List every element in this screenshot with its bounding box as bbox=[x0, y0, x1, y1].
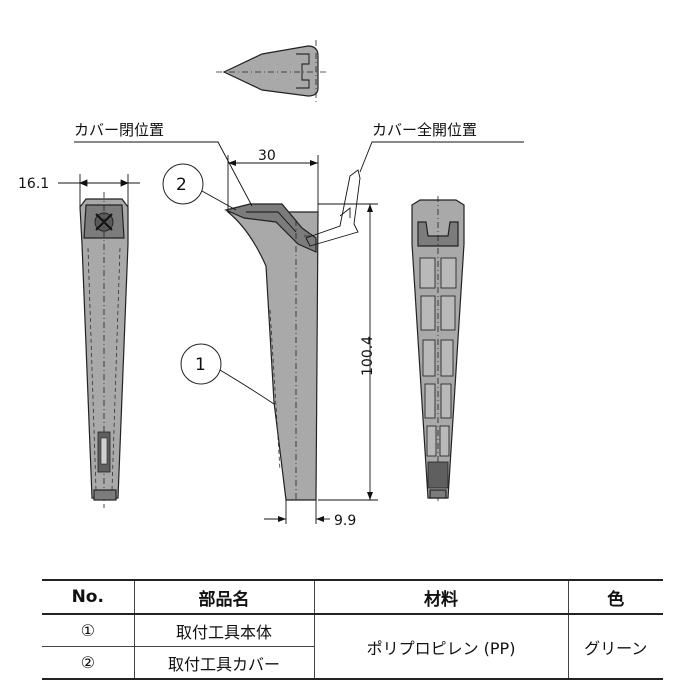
row-part-name: 取付工具本体 bbox=[133, 614, 314, 647]
part-marker-1-text: 1 bbox=[195, 355, 206, 375]
row-no: ② bbox=[42, 646, 134, 680]
back-view bbox=[411, 196, 465, 502]
dim-height: 100.4 bbox=[360, 336, 376, 376]
part-marker-2: 2 bbox=[162, 163, 237, 211]
part-marker-1: 1 bbox=[180, 343, 275, 405]
material-cell: ポリプロピレン (PP) bbox=[313, 614, 568, 680]
header-color: 色 bbox=[567, 579, 663, 615]
top-view bbox=[216, 40, 328, 102]
header-part-name: 部品名 bbox=[133, 579, 314, 615]
front-view: 16.1 bbox=[18, 174, 140, 508]
technical-drawing: 16.1 30 100.4 bbox=[18, 40, 524, 529]
table-row: ① 取付工具本体 ポリプロピレン (PP) グリーン bbox=[42, 614, 663, 680]
callout-cover-open-label: カバー全開位置 bbox=[372, 121, 477, 139]
part-marker-2-text: 2 bbox=[176, 175, 187, 195]
table-header-row: No. 部品名 材料 色 bbox=[42, 579, 663, 615]
table-row: ② 取付工具カバー bbox=[42, 646, 663, 680]
row-no: ① bbox=[42, 614, 134, 647]
callout-cover-closed: カバー閉位置 bbox=[74, 121, 253, 207]
dim-depth-top: 30 bbox=[258, 148, 276, 164]
side-view: 30 100.4 9.9 bbox=[224, 148, 378, 529]
header-no: No. bbox=[42, 579, 134, 615]
header-material: 材料 bbox=[313, 579, 568, 615]
callout-cover-open: カバー全開位置 bbox=[359, 121, 524, 173]
color-cell: グリーン bbox=[567, 614, 663, 680]
callout-cover-closed-label: カバー閉位置 bbox=[74, 121, 164, 139]
dim-bottom-offset: 9.9 bbox=[334, 513, 356, 529]
dim-width-front: 16.1 bbox=[18, 176, 49, 192]
parts-table: No. 部品名 材料 色 ① 取付工具本体 ポリプロピレン (PP) グリーン … bbox=[42, 579, 663, 680]
row-part-name: 取付工具カバー bbox=[133, 646, 314, 680]
